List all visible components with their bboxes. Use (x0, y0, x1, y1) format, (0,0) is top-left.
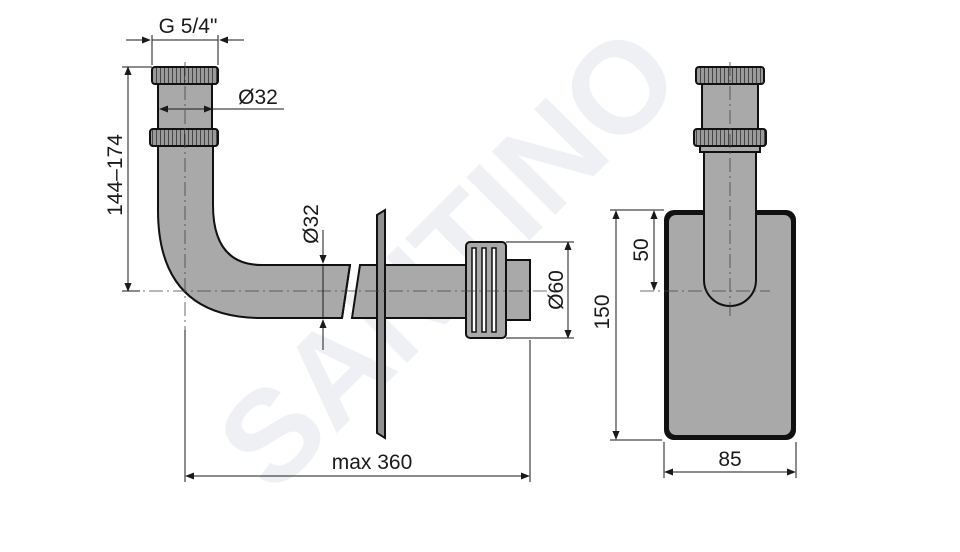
wall-rosette (376, 208, 386, 440)
dim-height-150: 150 (591, 209, 662, 441)
label-width-85: 85 (718, 448, 741, 471)
dim-length: max 360 (184, 330, 531, 482)
outlet-rib-3 (491, 247, 497, 333)
outlet-rib-2 (481, 247, 487, 333)
dim-inlet-diameter: Ø32 (159, 86, 284, 113)
outlet-rib-1 (471, 247, 477, 333)
label-height-range: 144–174 (104, 134, 127, 216)
dim-width-85: 85 (663, 442, 797, 478)
dim-depth-50: 50 (630, 209, 664, 291)
label-pipe-diameter: Ø32 (300, 204, 323, 244)
elbow-pipe (157, 145, 352, 319)
thread-ring-bottom (149, 128, 219, 147)
outlet-spigot (505, 259, 531, 321)
front-inner-pipe (703, 149, 757, 307)
dim-outlet-diameter: Ø60 (506, 241, 574, 339)
label-outlet-diameter: Ø60 (545, 270, 568, 310)
front-view (640, 62, 796, 440)
dim-pipe-diameter: Ø32 (300, 204, 327, 350)
side-view (125, 62, 560, 440)
dim-height-range: 144–174 (104, 66, 152, 292)
label-depth-50: 50 (630, 238, 653, 261)
siphon-body-face (669, 215, 791, 435)
label-length: max 360 (332, 451, 413, 474)
label-height-150: 150 (591, 294, 614, 329)
label-thread: G 5/4" (159, 15, 218, 38)
dim-thread: G 5/4" (126, 15, 244, 65)
label-inlet-diameter: Ø32 (238, 86, 278, 109)
pipe-break (341, 264, 351, 319)
